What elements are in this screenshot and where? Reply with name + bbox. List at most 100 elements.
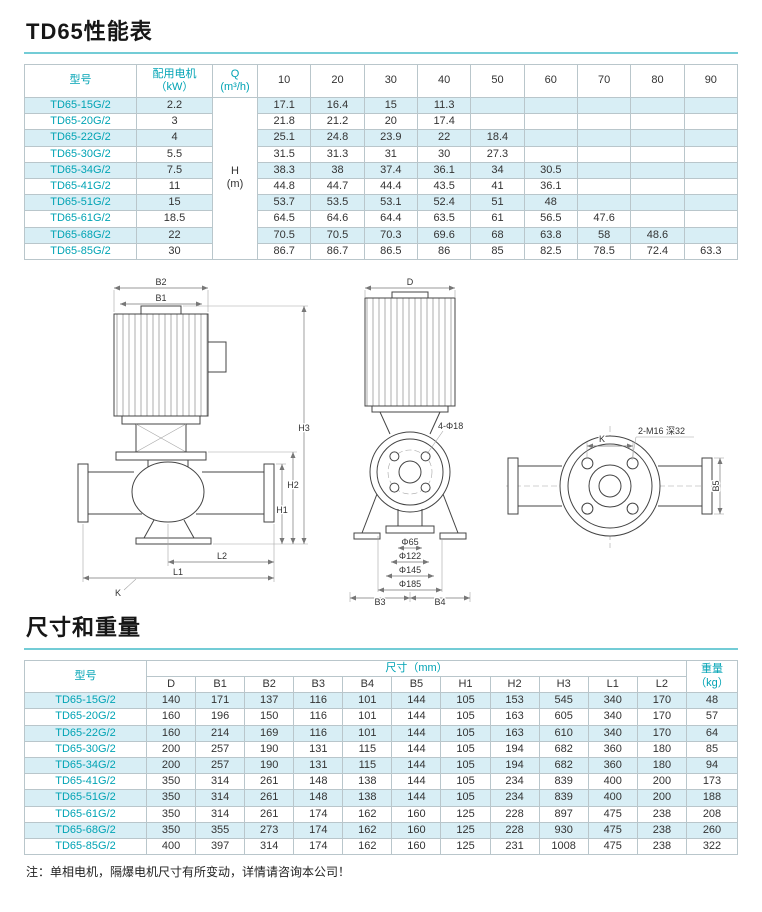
head-value-cell: 70.5 xyxy=(256,226,312,244)
col-header-dim: H3 xyxy=(538,676,589,694)
dimension-cell: 475 xyxy=(587,837,638,856)
dim-label-dia-65: Φ65 xyxy=(401,537,418,547)
head-value-cell: 47.6 xyxy=(576,210,632,228)
model-cell: TD65-34G/2 xyxy=(24,161,137,179)
dimension-cell: 350 xyxy=(145,805,197,823)
dimension-cell: 350 xyxy=(145,789,197,807)
model-cell: TD65-68G/2 xyxy=(24,821,147,839)
dimension-cell: 148 xyxy=(293,773,344,791)
dimension-cell: 144 xyxy=(391,692,442,710)
head-value-cell: 17.4 xyxy=(416,113,472,131)
pump-flange-view-drawing: K 2-M16 深32 B5 xyxy=(506,425,724,548)
head-value-cell: 82.5 xyxy=(523,242,578,260)
model-cell: TD65-20G/2 xyxy=(24,708,147,726)
dimension-cell: 170 xyxy=(636,692,688,710)
col-header-dim: L2 xyxy=(636,676,688,694)
motor-outline xyxy=(113,305,227,461)
dim-label-b2: B2 xyxy=(155,277,166,287)
weight-cell: 173 xyxy=(686,773,738,791)
dimension-cell: 174 xyxy=(293,837,344,856)
head-value-cell: 37.4 xyxy=(363,161,418,179)
dimension-cell: 116 xyxy=(293,708,344,726)
dimension-cell: 105 xyxy=(440,740,491,759)
dimension-cell: 144 xyxy=(391,740,442,759)
head-value-cell: 69.6 xyxy=(416,226,472,244)
dimension-cell: 314 xyxy=(195,805,246,823)
head-value-cell xyxy=(523,113,578,131)
dimension-b5: B5 xyxy=(710,457,724,515)
dimension-cell: 350 xyxy=(145,821,197,839)
dimension-d: D xyxy=(364,276,455,298)
head-value-cell: 63.5 xyxy=(416,210,472,228)
motor-power-cell: 5.5 xyxy=(136,145,213,163)
dimension-cell: 150 xyxy=(244,708,295,726)
dimension-cell: 144 xyxy=(391,756,442,775)
dimension-cell: 148 xyxy=(293,789,344,807)
dimension-cell: 340 xyxy=(587,692,638,710)
head-value-cell: 63.8 xyxy=(523,226,578,244)
col-header-flow-value: 80 xyxy=(630,64,685,98)
pump-body-outline xyxy=(77,459,275,545)
col-header-dim: H2 xyxy=(489,676,540,694)
dimension-cell: 196 xyxy=(195,708,246,726)
dimension-cell: 138 xyxy=(342,789,393,807)
head-value-cell: 85 xyxy=(470,242,525,260)
title-divider xyxy=(24,647,738,650)
dimension-b1: B1 xyxy=(120,292,202,307)
model-cell: TD65-30G/2 xyxy=(24,145,137,163)
dimension-cell: 144 xyxy=(391,724,442,742)
dimension-h1: H1 xyxy=(275,463,289,544)
model-cell: TD65-51G/2 xyxy=(24,194,137,212)
model-cell: TD65-61G/2 xyxy=(24,805,147,823)
dimension-cell: 190 xyxy=(244,756,295,775)
volute-outline xyxy=(353,431,466,540)
model-cell: TD65-22G/2 xyxy=(24,129,137,147)
dimension-cell: 105 xyxy=(440,773,491,791)
dimension-cell: 174 xyxy=(293,821,344,839)
dimension-cell: 160 xyxy=(391,821,442,839)
weight-cell: 85 xyxy=(686,740,738,759)
head-value-cell: 68 xyxy=(470,226,525,244)
head-value-cell: 48.6 xyxy=(630,226,685,244)
dimension-cell: 131 xyxy=(293,740,344,759)
head-value-cell: 58 xyxy=(576,226,632,244)
motor-header-line2: （kW） xyxy=(155,81,194,93)
head-value-cell: 63.3 xyxy=(683,242,739,260)
col-header-dim: H1 xyxy=(440,676,491,694)
dimension-cell: 314 xyxy=(195,773,246,791)
model-cell: TD65-41G/2 xyxy=(24,773,147,791)
head-value-cell: 44.7 xyxy=(310,177,365,196)
dimension-cell: 194 xyxy=(489,756,540,775)
dimension-cell: 261 xyxy=(244,789,295,807)
head-value-cell xyxy=(630,177,685,196)
model-cell: TD65-51G/2 xyxy=(24,789,147,807)
diameter-dimensions: Φ65 Φ122 Φ145 Φ185 xyxy=(377,536,442,593)
head-value-cell: 44.4 xyxy=(363,177,418,196)
dimension-cell: 101 xyxy=(342,724,393,742)
head-value-cell xyxy=(683,145,739,163)
weight-cell: 188 xyxy=(686,789,738,807)
head-value-cell xyxy=(523,96,578,115)
head-value-cell xyxy=(630,113,685,131)
performance-section-title: TD65性能表 xyxy=(26,19,153,44)
dimension-cell: 350 xyxy=(145,773,197,791)
dimension-cell: 475 xyxy=(587,821,638,839)
dimension-cell: 261 xyxy=(244,773,295,791)
col-header-dim: L1 xyxy=(587,676,638,694)
col-header-model: 型号 xyxy=(24,659,147,694)
col-header-dim: B1 xyxy=(195,676,246,694)
head-value-cell xyxy=(576,113,632,131)
model-cell: TD65-22G/2 xyxy=(24,724,147,742)
dim-label-h3: H3 xyxy=(298,423,310,433)
tap-label: 2-M16 深32 xyxy=(638,426,685,436)
